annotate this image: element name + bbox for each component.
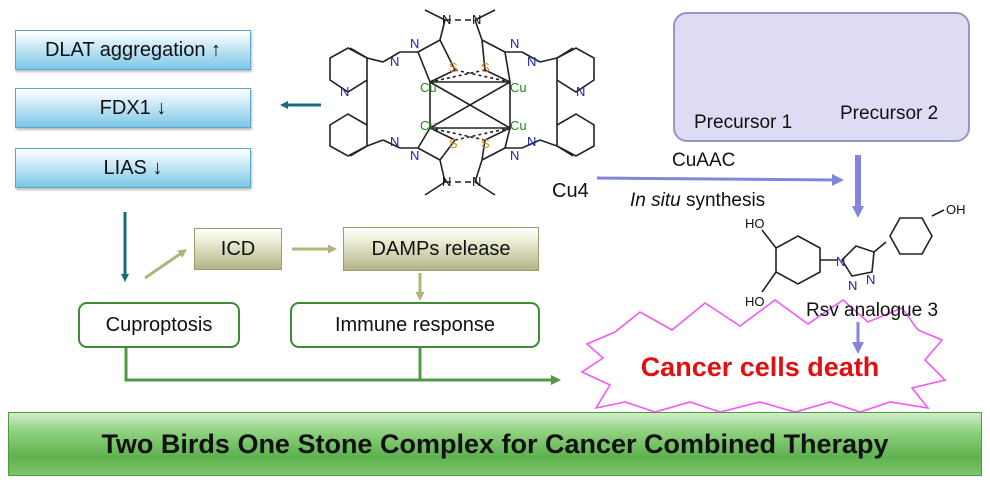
title-banner: Two Birds One Stone Complex for Cancer C… [8, 412, 982, 476]
dlat-aggregation-box: DLAT aggregation ↑ [15, 30, 251, 70]
oh-label: OH [946, 202, 966, 217]
dlat-aggregation-label: DLAT aggregation ↑ [44, 38, 222, 61]
lias-label: LIAS ↓ [103, 156, 163, 179]
n-atom-label: N [410, 36, 419, 51]
precursor-panel [673, 12, 970, 142]
immune-response-label: Immune response [334, 313, 496, 336]
n-atom-label: N [442, 12, 451, 27]
n-atom-label: N [848, 278, 857, 293]
precursor1-label: Precursor 1 [694, 112, 793, 133]
insitu-synthesis-label: In situ synthesis [630, 190, 765, 212]
damps-release-label: DAMPs release [371, 237, 511, 260]
icd-label: ICD [220, 237, 256, 260]
n-atom-label: N [836, 254, 845, 269]
cu-atom-label: Cu [510, 80, 527, 95]
cu-atom-label: Cu [420, 80, 437, 95]
ho-label: HO [745, 294, 765, 309]
n-atom-label: N [472, 12, 481, 27]
s-atom-label: S [449, 60, 458, 75]
n-atom-label: N [527, 54, 536, 69]
synthesis-text: synthesis [680, 190, 766, 211]
n-atom-label: N [340, 84, 349, 99]
n-atom-label: N [472, 174, 481, 189]
line-cuproptosis-to-death [124, 348, 561, 385]
rsv-analogue-structure [761, 209, 945, 293]
cu4-label: Cu4 [552, 180, 589, 202]
n-atom-label: N [510, 148, 519, 163]
n-atom-label: N [866, 272, 875, 287]
insitu-italic: In situ [630, 190, 681, 211]
arrow-cuproptosis-to-icd [144, 249, 188, 280]
cuaac-label: CuAAC [672, 150, 736, 171]
damps-release-box: DAMPs release [343, 227, 539, 271]
n-atom-label: N [390, 134, 399, 149]
n-atom-label: N [576, 84, 585, 99]
cancer-cells-death-label: Cancer cells death [640, 352, 880, 382]
cu-atom-label: Cu [510, 118, 527, 133]
cuproptosis-label: Cuproptosis [105, 313, 213, 336]
rsv-analogue-label: Rsv analogue 3 [806, 300, 939, 321]
n-atom-label: N [410, 148, 419, 163]
lias-box: LIAS ↓ [15, 148, 251, 188]
arrow-cuaac [596, 173, 844, 186]
s-atom-label: S [481, 60, 490, 75]
icd-box: ICD [194, 228, 282, 270]
s-atom-label: S [481, 136, 490, 151]
fdx1-label: FDX1 ↓ [99, 96, 167, 119]
cuproptosis-box: Cuproptosis [78, 302, 240, 348]
rsv-atom-labels: HO HO OH N N N [745, 202, 966, 309]
ho-label: HO [745, 216, 765, 231]
immune-response-box: Immune response [290, 302, 540, 348]
s-atom-label: S [449, 136, 458, 151]
n-atom-label: N [442, 174, 451, 189]
n-atom-label: N [510, 36, 519, 51]
n-atom-label: N [527, 134, 536, 149]
title-banner-text: Two Birds One Stone Complex for Cancer C… [101, 428, 889, 459]
fdx1-box: FDX1 ↓ [15, 88, 251, 128]
cu4-complex-structure [329, 9, 595, 196]
cu-atom-label: Cu [420, 118, 437, 133]
n-atom-label: N [390, 54, 399, 69]
cu4-atom-labels: Cu Cu Cu Cu S S S S N N N N N N N N N N … [340, 12, 585, 189]
cancer-death-burst [580, 298, 947, 413]
precursor2-label: Precursor 2 [840, 103, 939, 124]
